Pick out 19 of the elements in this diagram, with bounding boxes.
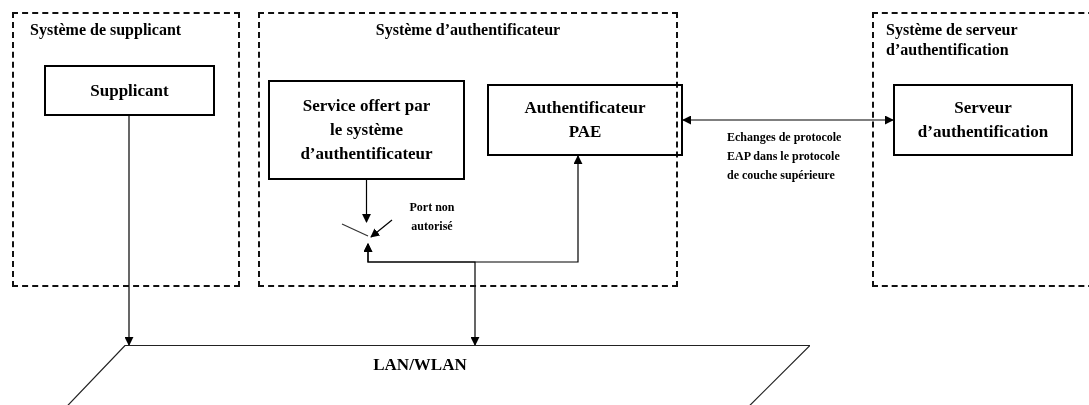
arrow (124, 115, 134, 346)
node-text: Serveur d’authentification (916, 97, 1050, 143)
frame-heading: Système d’authentificateur (374, 20, 562, 40)
arrow (370, 219, 393, 238)
node-text: Supplicant (90, 79, 169, 102)
frame-heading: Système de serveur d’authentification (886, 20, 1019, 60)
node-text: Service offert par le système d’authentificateur (300, 95, 433, 165)
note-text: Port non autorisé (392, 198, 472, 240)
arrow (362, 179, 371, 223)
process-box (893, 84, 1073, 156)
system-frame (12, 12, 240, 287)
process-box (44, 65, 215, 116)
arrow (682, 115, 894, 125)
frame-heading: Système de supplicant (30, 20, 183, 40)
process-box (487, 84, 683, 156)
node-text: LAN/WLAN (372, 355, 468, 375)
arrow (363, 243, 480, 346)
node-text: Authentificateur PAE (523, 97, 647, 143)
process-box (268, 80, 465, 180)
